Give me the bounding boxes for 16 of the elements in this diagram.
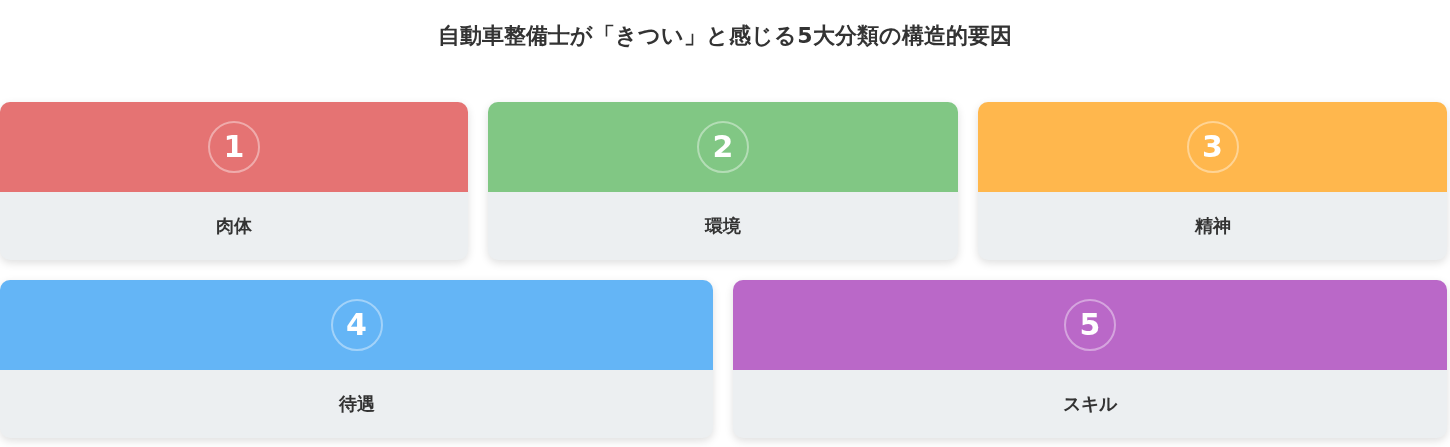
- category-label: 肉体: [216, 214, 252, 238]
- number-circle: 1: [208, 121, 260, 173]
- category-card: [0, 102, 468, 260]
- diagram-title: 自動車整備士が「きつい」と感じる5大分類の構造的要因: [437, 22, 1013, 50]
- category-card: [488, 102, 958, 260]
- number-circle: 4: [330, 299, 383, 351]
- category-label: 待遇: [338, 392, 375, 416]
- number-circle: 2: [697, 121, 749, 173]
- category-label: 環境: [705, 214, 741, 238]
- category-label: 精神: [1194, 214, 1231, 238]
- number-circle: 3: [1186, 121, 1239, 173]
- category-card: [978, 102, 1447, 260]
- category-card: [0, 280, 713, 438]
- number-circle: 5: [1064, 299, 1116, 351]
- category-card: [733, 280, 1447, 438]
- category-label: スキル: [1063, 392, 1117, 416]
